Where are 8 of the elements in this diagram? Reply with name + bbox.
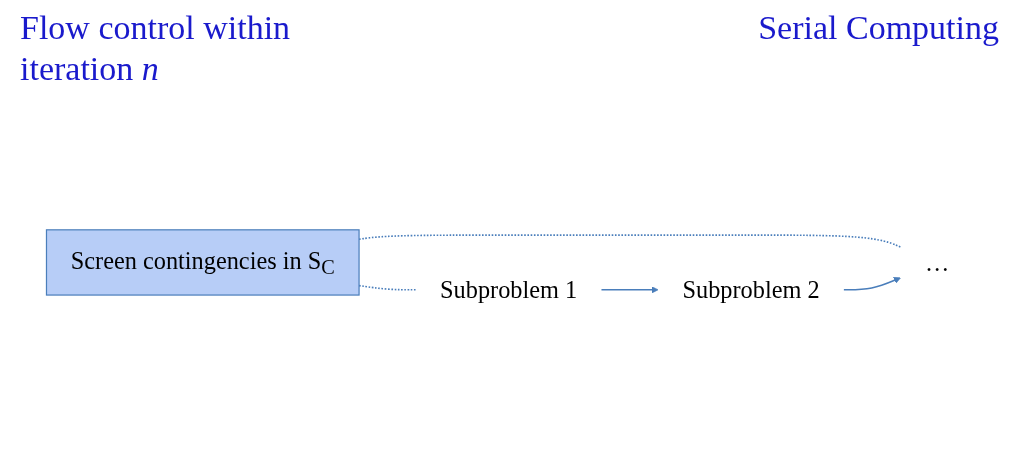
node-text: Subproblem 1	[440, 276, 578, 304]
heading: Flow control within iteration n	[20, 8, 292, 89]
arrow	[843, 277, 901, 291]
node-text: Subproblem 2	[682, 276, 820, 304]
node-text: …	[924, 249, 950, 276]
arrow	[600, 286, 659, 294]
node-box: Screen contingencies in S$_{C}$	[45, 229, 360, 296]
heading: Serial Computing	[758, 8, 999, 48]
